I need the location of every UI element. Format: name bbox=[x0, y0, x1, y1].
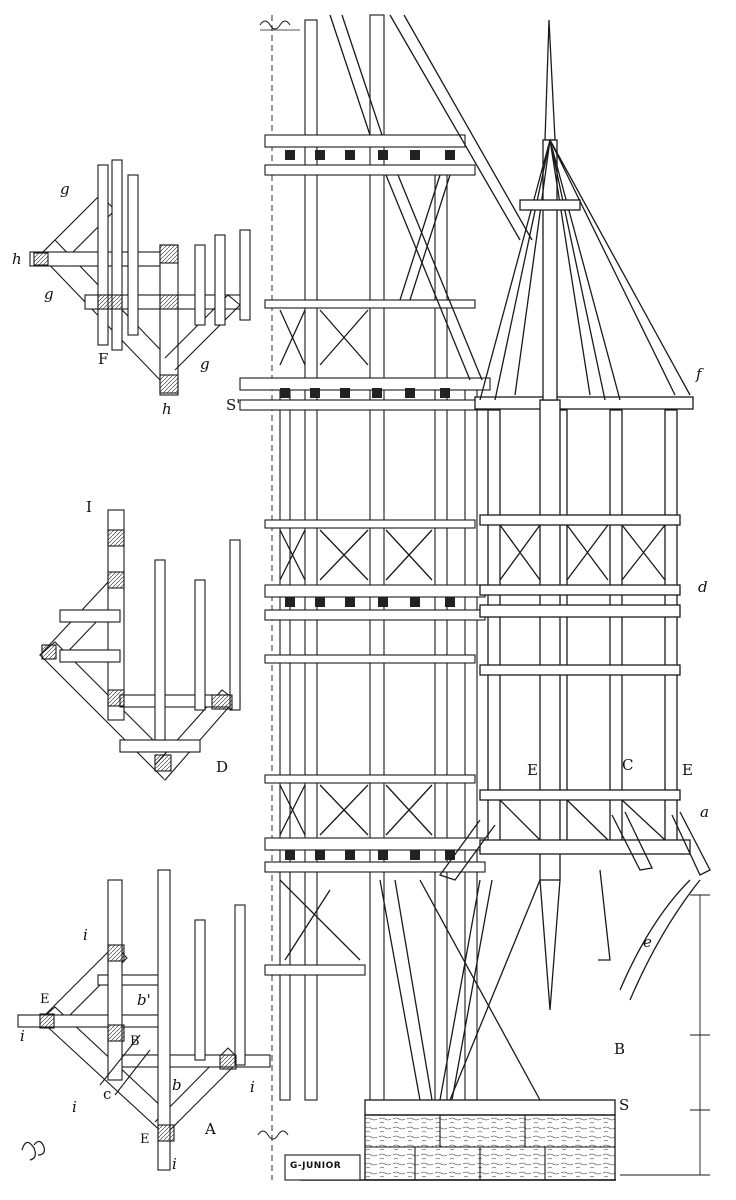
label-a: a bbox=[700, 803, 709, 821]
label-f-h1: h bbox=[12, 250, 22, 268]
label-a-b-small: b bbox=[172, 1076, 182, 1094]
floor-rails bbox=[239, 134, 491, 976]
spire bbox=[479, 19, 691, 401]
label-s-prime: S' bbox=[226, 396, 241, 414]
label-a-e2: E bbox=[140, 1132, 150, 1147]
label-a-b: B bbox=[130, 1034, 140, 1049]
elevation-view bbox=[239, 14, 711, 1181]
label-a-b-prime: b' bbox=[137, 991, 151, 1009]
label-f-plan: F bbox=[98, 350, 109, 368]
label-f: f bbox=[696, 365, 702, 383]
label-d-plan: D bbox=[216, 758, 229, 776]
label-a-i1: i bbox=[83, 926, 88, 944]
label-s: S bbox=[619, 1096, 630, 1114]
label-a-i5: i bbox=[250, 1078, 255, 1096]
label-a-i3: i bbox=[72, 1098, 77, 1116]
dimension-line bbox=[620, 894, 710, 1176]
label-a-c: c bbox=[103, 1085, 112, 1103]
scroll-ornament-top bbox=[259, 20, 291, 30]
label-f-g3: g bbox=[200, 355, 210, 373]
joist-ends bbox=[280, 150, 455, 860]
monogram-mark bbox=[21, 1140, 45, 1161]
label-a-plan: A bbox=[205, 1120, 216, 1138]
stone-base bbox=[284, 1099, 616, 1181]
label-f-h2: h bbox=[162, 400, 172, 418]
scroll-ornament-bottom bbox=[257, 1130, 289, 1140]
label-a-e1: E bbox=[40, 992, 50, 1007]
label-e-small: e bbox=[643, 933, 652, 951]
cross-bracing bbox=[279, 309, 433, 961]
label-f-g2: g bbox=[44, 285, 54, 303]
label-c: C bbox=[622, 756, 634, 774]
label-a-i4: i bbox=[172, 1155, 177, 1173]
label-d-i: I bbox=[86, 498, 92, 516]
oriel-window bbox=[474, 396, 694, 881]
label-a-i2: i bbox=[20, 1027, 25, 1045]
corbels bbox=[438, 811, 711, 1011]
label-f-g1: g bbox=[60, 180, 70, 198]
plan-A bbox=[17, 869, 271, 1171]
label-e-right: E bbox=[682, 761, 693, 779]
label-e-left: E bbox=[527, 761, 538, 779]
engraver-signature: G-JUNIOR bbox=[290, 1161, 342, 1171]
label-d: d bbox=[698, 578, 708, 596]
plan-D bbox=[39, 509, 241, 781]
rafters bbox=[329, 14, 541, 1101]
wall-posts bbox=[279, 14, 478, 1101]
label-b: B bbox=[614, 1040, 626, 1058]
plan-F bbox=[29, 159, 251, 396]
